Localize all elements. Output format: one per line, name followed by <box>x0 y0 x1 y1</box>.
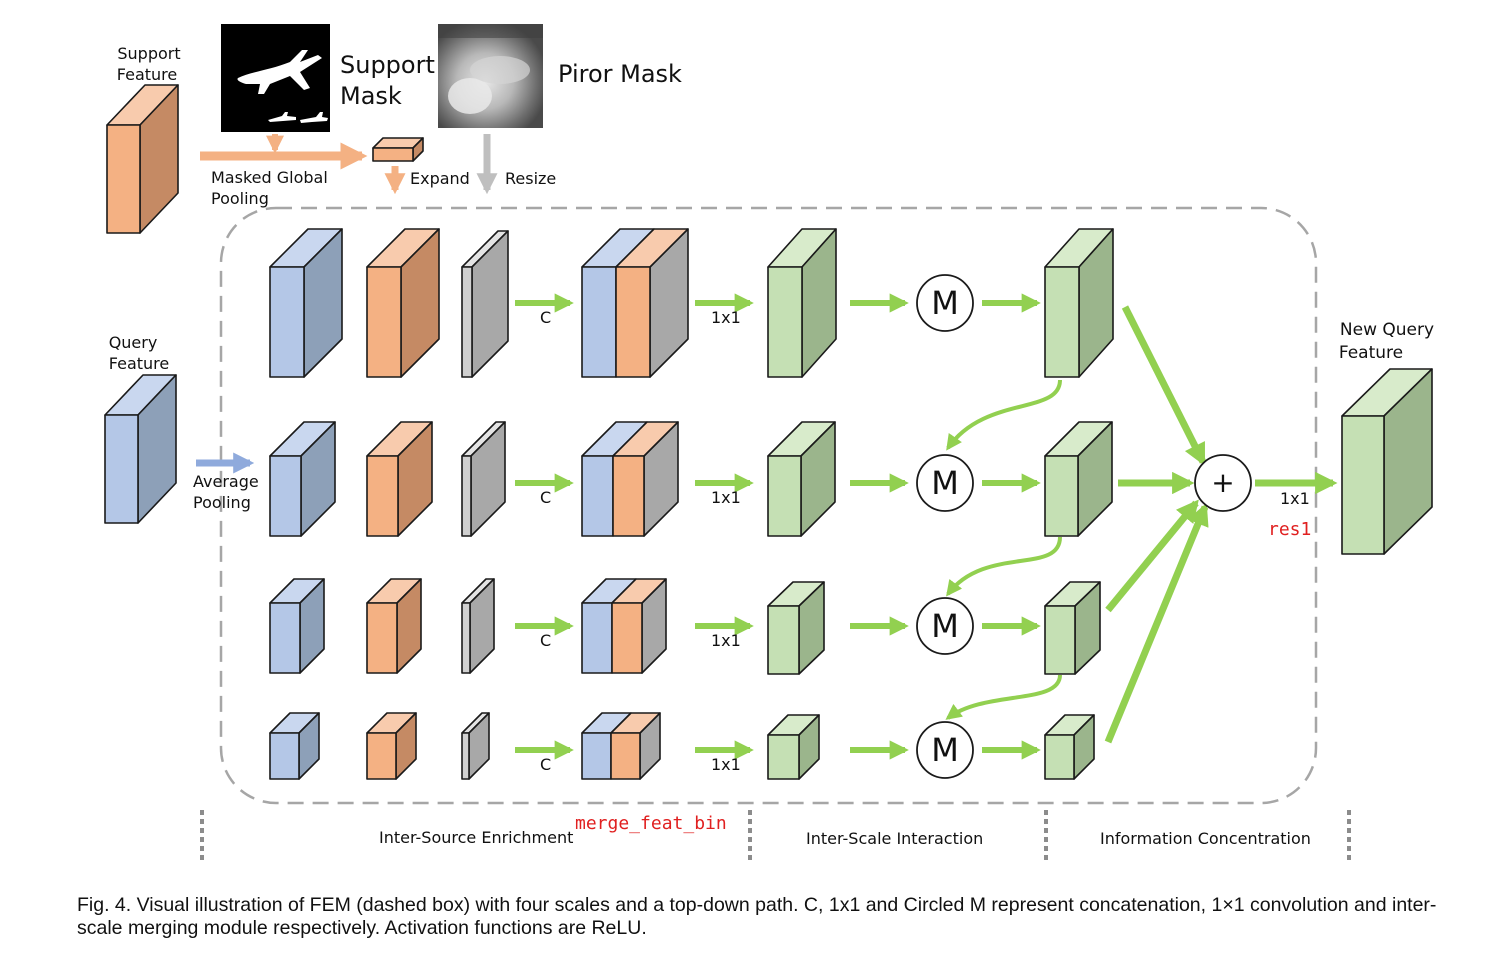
scale2-conv-label: 1x1 <box>711 488 741 507</box>
scale4-merge-node: M <box>916 721 974 779</box>
section-info: Information Concentration <box>1100 829 1311 848</box>
scale1-merge-node: M <box>916 274 974 332</box>
scale3-to-sum-arrow <box>1105 499 1199 613</box>
average-pooling-label-2: Pooling <box>193 493 251 512</box>
scale3-concat-label: C <box>540 631 551 650</box>
res1-annotation: res1 <box>1268 519 1311 540</box>
scale3-merged-block <box>1044 581 1101 675</box>
scale4-conv-label: 1x1 <box>711 755 741 774</box>
scale1-to-sum-arrow <box>1121 305 1207 467</box>
scale1-concat-label: C <box>540 308 551 327</box>
scale3-conv-block <box>767 581 825 675</box>
query-feature-block <box>104 374 177 524</box>
support-mask-image <box>221 24 330 132</box>
scale3-merge-node: M <box>916 597 974 655</box>
support-mask-label-2: Mask <box>340 82 402 110</box>
section-inter-scale: Inter-Scale Interaction <box>806 829 983 848</box>
scale2-concat-block <box>581 421 679 537</box>
scale2-concat-label: C <box>540 488 551 507</box>
scale3-conv-label: 1x1 <box>711 631 741 650</box>
top-down-arrow-2 <box>946 536 1062 597</box>
scale2-prior-block <box>461 421 506 537</box>
expand-label: Expand <box>410 169 470 188</box>
sum-node: + <box>1194 454 1252 512</box>
scale4-query-block <box>269 712 320 780</box>
support-mask-label-1: Support <box>340 51 435 79</box>
scale3-query-block <box>269 578 325 674</box>
top-down-arrow-3 <box>945 674 1062 720</box>
resize-label: Resize <box>505 169 556 188</box>
scale4-support-block <box>366 712 417 780</box>
scale3-prior-block <box>461 578 495 674</box>
expanded-prototype-block <box>372 137 424 162</box>
new-query-feature-block <box>1341 368 1433 555</box>
scale2-merge-node: M <box>916 454 974 512</box>
scale4-concat-label: C <box>540 755 551 774</box>
scale3-concat-block <box>581 578 667 674</box>
new-query-label-2: Feature <box>1339 343 1403 363</box>
prior-mask-label: Piror Mask <box>558 60 682 88</box>
scale1-prior-block <box>461 230 509 378</box>
merge-nodes: M M M M + <box>916 274 1252 779</box>
scale4-merged-block <box>1044 714 1095 780</box>
support-feature-label-1: Support <box>117 44 180 63</box>
scale3-merge-label: M <box>931 607 959 645</box>
scale4-merge-label: M <box>931 731 959 769</box>
feature-blocks <box>104 84 1433 780</box>
scale1-concat-block <box>581 228 689 378</box>
support-feature-block <box>106 84 179 234</box>
prior-mask-image <box>438 24 543 128</box>
scale1-conv-block <box>767 228 837 378</box>
scale1-merge-label: M <box>931 284 959 322</box>
top-down-arrow-1 <box>946 379 1062 451</box>
merge-feat-bin-annotation: merge_feat_bin <box>575 813 727 834</box>
scale4-prior-block <box>461 712 490 780</box>
scale3-support-block <box>366 578 422 674</box>
final-conv-label: 1x1 <box>1280 489 1310 508</box>
fem-dashed-box <box>219 206 1318 805</box>
masked-global-pooling-label-2: Pooling <box>211 189 269 208</box>
scale1-conv-label: 1x1 <box>711 308 741 327</box>
scale4-conv-block <box>767 714 820 780</box>
scale2-merged-block <box>1044 421 1113 537</box>
scale2-merge-label: M <box>931 464 959 502</box>
scale2-conv-block <box>767 421 836 537</box>
new-query-label-1: New Query <box>1340 320 1434 340</box>
average-pooling-label-1: Average <box>193 472 259 491</box>
scale2-support-block <box>366 421 433 537</box>
sum-label: + <box>1211 466 1234 499</box>
scale1-support-block <box>366 228 440 378</box>
scale1-query-block <box>269 228 343 378</box>
fem-diagram: Support Mask Piror Mask Support Feature … <box>104 24 1434 862</box>
query-feature-label-2: Feature <box>109 354 169 373</box>
figure-caption: Fig. 4. Visual illustration of FEM (dash… <box>77 894 1437 939</box>
section-inter-source: Inter-Source Enrichment <box>379 828 573 847</box>
scale4-to-sum-arrow <box>1104 502 1209 744</box>
masked-global-pooling-label-1: Masked Global <box>211 168 328 187</box>
support-feature-label-2: Feature <box>117 65 177 84</box>
scale1-merged-block <box>1044 228 1114 378</box>
scale4-concat-block <box>581 712 661 780</box>
query-feature-label-1: Query <box>109 333 158 352</box>
scale2-query-block <box>269 421 336 537</box>
